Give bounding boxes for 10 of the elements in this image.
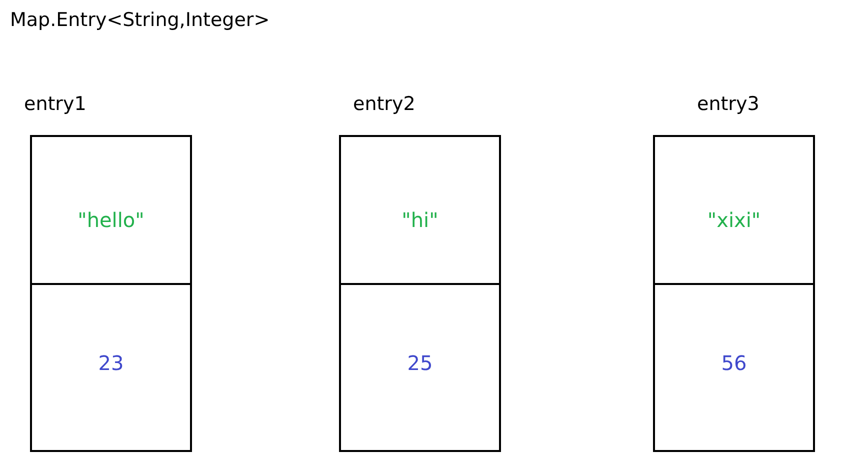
value-text: 23 bbox=[98, 350, 124, 376]
entry-heading: entry2 bbox=[353, 92, 416, 117]
value-text: 56 bbox=[721, 350, 747, 376]
value-text: 25 bbox=[407, 350, 433, 376]
key-text: "xixi" bbox=[707, 207, 761, 234]
key-text: "hello" bbox=[78, 207, 144, 234]
key-text: "hi" bbox=[402, 207, 438, 234]
entry-heading: entry1 bbox=[24, 92, 86, 117]
title: Map.Entry<String,Integer> bbox=[10, 8, 270, 33]
entry-heading: entry3 bbox=[697, 92, 760, 117]
